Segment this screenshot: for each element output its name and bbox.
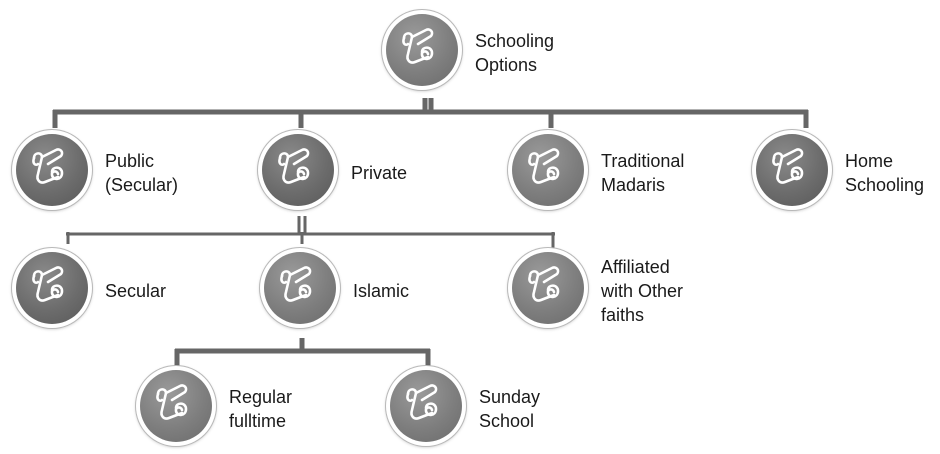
node-circle [508, 248, 588, 328]
scroll-icon [32, 148, 64, 184]
node-label: Secular [105, 281, 167, 301]
scroll-icon [280, 266, 312, 302]
node-traditional-madaris: Traditional Madaris [508, 130, 688, 216]
node-label: Private [351, 163, 408, 183]
node-label: Sunday School [479, 387, 541, 431]
scroll-icon [528, 148, 560, 184]
node-circle [260, 248, 340, 328]
node-private: Private [258, 130, 438, 216]
node-label: Regular fulltime [229, 387, 293, 431]
node-label: Home Schooling [845, 151, 925, 195]
node-circle [386, 366, 466, 446]
node-label: Islamic [353, 281, 410, 301]
node-home-schooling: Home Schooling [752, 130, 932, 216]
node-circle [12, 248, 92, 328]
node-regular-fulltime: Regular fulltime [136, 366, 316, 452]
scroll-icon [406, 384, 438, 420]
node-circle [382, 10, 462, 90]
scroll-icon [772, 148, 804, 184]
scroll-icon [156, 384, 188, 420]
node-circle [752, 130, 832, 210]
node-label: Public (Secular) [105, 151, 179, 195]
scroll-icon [278, 148, 310, 184]
node-islamic: Islamic [260, 248, 440, 334]
node-label: Traditional Madaris [601, 151, 685, 195]
node-schooling-options: Schooling Options [382, 10, 562, 96]
scroll-icon [402, 28, 434, 64]
node-label: Schooling Options [475, 31, 555, 75]
node-sunday-school: Sunday School [386, 366, 566, 452]
node-circle [258, 130, 338, 210]
node-circle [12, 130, 92, 210]
scroll-icon [528, 266, 560, 302]
node-public-secular: Public (Secular) [12, 130, 192, 216]
node-circle [136, 366, 216, 446]
node-affiliated-other-faiths: Affiliated with Other faiths [508, 248, 688, 334]
node-circle [508, 130, 588, 210]
node-secular: Secular [12, 248, 192, 334]
scroll-icon [32, 266, 64, 302]
node-label: Affiliated with Other faiths [601, 257, 684, 325]
